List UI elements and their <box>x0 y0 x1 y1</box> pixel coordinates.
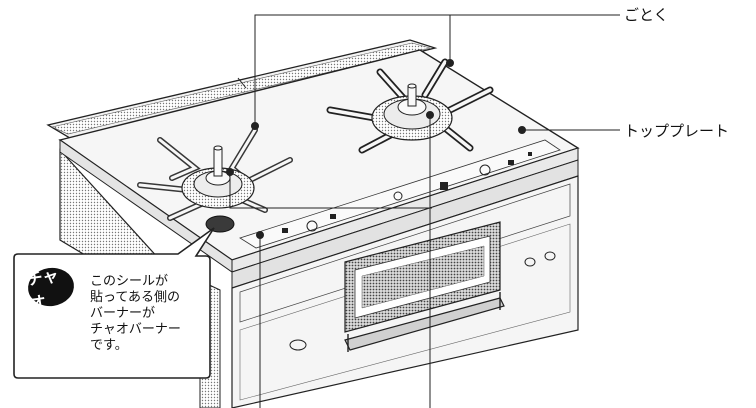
front-panel <box>231 159 579 408</box>
callout-line-4: チャオバーナー <box>90 322 181 337</box>
gotoku-label: ごとく <box>624 6 669 24</box>
ciao-sticker <box>205 215 235 233</box>
leader-lines <box>226 14 620 408</box>
callout-text: このシールが 貼ってある側の バーナーが チャオバーナー です。 <box>90 274 181 354</box>
top-plate-label: トッププレート <box>624 122 730 140</box>
right-burner <box>326 58 494 154</box>
back-guard <box>46 39 438 139</box>
callout-line-2: 貼ってある側の <box>90 290 180 305</box>
callout-line-3: バーナーが <box>90 306 156 321</box>
callout-line-1: このシールが <box>90 274 169 289</box>
left-burner <box>137 127 293 221</box>
ciao-logo: チャオ <box>25 264 77 313</box>
control-strip <box>239 139 561 249</box>
callout-line-5: です。 <box>90 338 128 353</box>
